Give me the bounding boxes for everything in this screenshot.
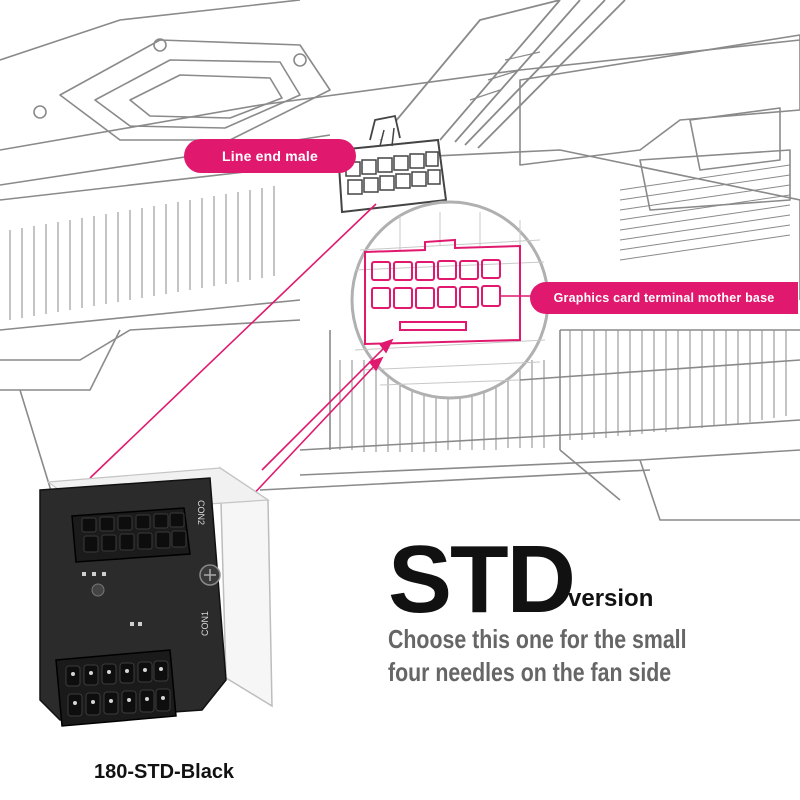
terminal-base-label: Graphics card terminal mother base xyxy=(530,282,798,314)
line-end-male-label: Line end male xyxy=(184,139,356,173)
con2-label: CON2 xyxy=(196,500,206,525)
description-line-1: Choose this one for the small xyxy=(388,624,687,654)
description-line-2: four needles on the fan side xyxy=(388,657,672,687)
adapter-180-std: CON2 CON1 xyxy=(39,466,273,727)
con1-label: CON1 xyxy=(200,611,210,636)
magnifier-circle xyxy=(350,200,550,400)
pointer-lines xyxy=(89,154,534,501)
std-heading: STD xyxy=(388,526,576,633)
version-label: version xyxy=(568,585,654,612)
male-plug xyxy=(336,114,448,214)
model-label: 180-STD-Black xyxy=(94,761,235,783)
